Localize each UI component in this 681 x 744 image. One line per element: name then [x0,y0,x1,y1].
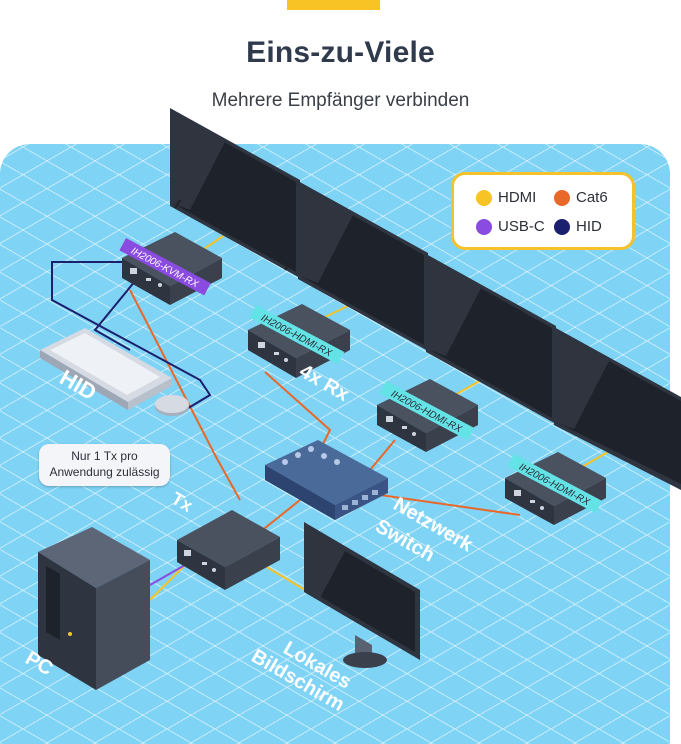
legend-item-usbc: USB-C [476,218,545,235]
connection-diagram: IH2006-KVM-RX IH2006-HDMI-RX IH2006-HDMI… [22,108,681,716]
local-monitor-icon [304,522,420,668]
hid-cables [51,261,212,411]
usbc-cable [149,564,186,586]
hdmi-color-dot [476,189,492,206]
legend-label-cat6: Cat6 [576,189,608,206]
cat6-cable-rx2 [369,439,396,471]
cable-legend: HDMI Cat6 USB-C HID [451,172,635,250]
page-title: Eins-zu-Viele [246,36,435,69]
legend-label-hid: HID [576,218,602,235]
tx-box-icon [177,510,280,590]
legend-label-hdmi: HDMI [498,189,537,206]
tx-limit-note: Nur 1 Tx pro Anwendung zulässig [39,444,170,486]
tx-label: Tx [168,488,196,516]
hid-cable-keyboard [51,261,212,411]
legend-label-usbc: USB-C [498,218,545,235]
legend-item-hid: HID [554,218,602,235]
keyboard-icon [40,328,172,410]
hid-cable-mouse [93,274,141,351]
tv-screen-4 [554,327,681,490]
rx-count-label: 4x Rx [296,360,353,406]
usbc-color-dot [476,218,492,235]
hid-color-dot [554,218,570,235]
note-line-2: Anwendung zulässig [49,465,160,479]
cat6-color-dot [554,189,570,206]
pc-tower-icon [38,527,150,690]
legend-item-hdmi: HDMI [476,189,536,206]
network-switch-icon [265,440,388,520]
cat6-cable-kvm [129,289,241,501]
tv-screen-1 [170,108,300,278]
legend-item-cat6: Cat6 [554,189,608,206]
tv-screen-2 [298,181,428,351]
page-subtitle: Mehrere Empfänger verbinden [211,90,470,111]
mouse-icon [155,395,189,416]
note-line-1: Nur 1 Tx pro [71,449,138,463]
tv-screen-3 [426,254,556,424]
accent-bar [287,0,380,10]
cat6-cable-rx3 [379,494,521,516]
